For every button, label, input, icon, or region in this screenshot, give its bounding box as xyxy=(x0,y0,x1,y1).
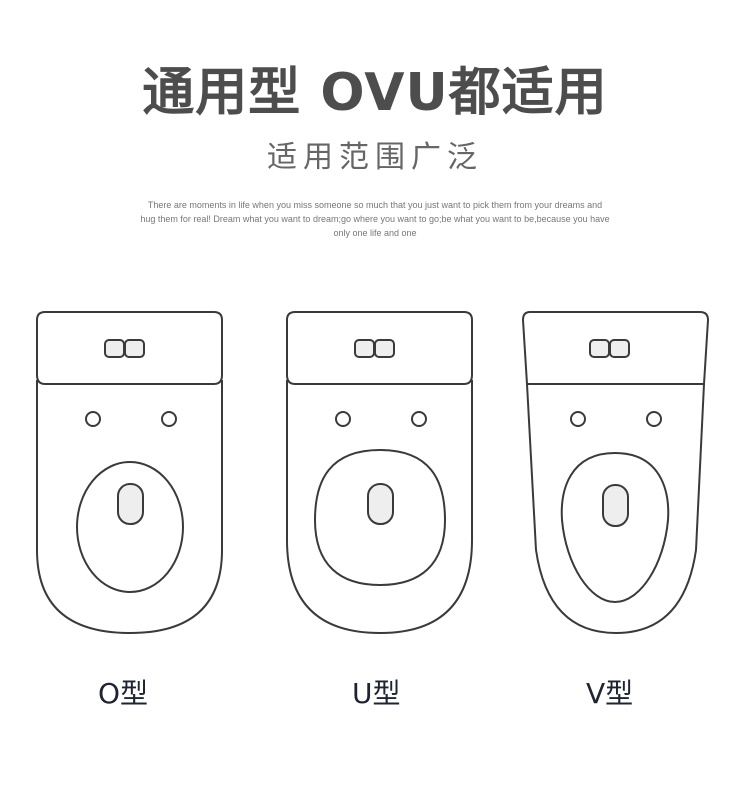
page-subtitle: 适用范围广泛 xyxy=(267,140,483,175)
description-text: There are moments in life when you miss … xyxy=(140,200,610,238)
toilet-illustrations xyxy=(36,311,710,635)
v-shape-toilet-icon xyxy=(521,311,710,635)
u-type-label: U型 xyxy=(352,677,401,710)
v-type-label: V型 xyxy=(586,677,634,710)
page-title: 通用型 OVU都适用 xyxy=(142,63,608,123)
u-shape-toilet-icon xyxy=(286,311,473,635)
o-shape-toilet-icon xyxy=(36,311,223,635)
o-type-label: O型 xyxy=(98,677,149,710)
